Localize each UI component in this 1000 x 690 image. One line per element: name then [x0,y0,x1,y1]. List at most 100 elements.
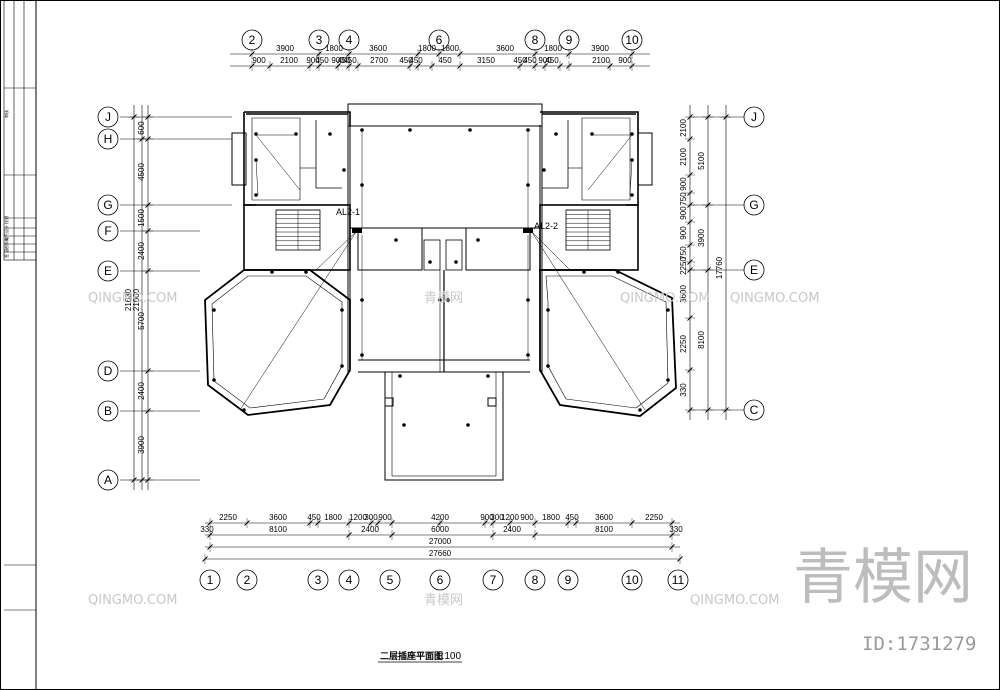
axis-bubble-bottom: 7 [482,569,504,591]
watermark-latin: QINGMO.COM [88,593,177,608]
dimension-text: 330 [200,525,214,534]
socket-symbol [486,374,490,378]
socket-symbols [212,128,670,427]
svg-text:6: 6 [437,573,444,587]
axis-bubble-top: 10 [621,29,643,51]
stair-treads [276,209,610,250]
watermark-cn: 青模网 [424,291,463,306]
dimension-text: 2100 [592,56,610,65]
watermark-latin: QINGMO.COM [620,291,709,306]
axis-bubble-right: J [743,106,765,128]
drawing-scale: 1:100 [436,651,461,662]
dimension-text: 450 [399,56,413,65]
dimension-text: 8100 [697,331,706,349]
dimension-text: 750 [679,192,688,206]
svg-text:J: J [105,110,111,124]
dimension-text: 3600 [496,44,514,53]
dimension-text: 3600 [269,513,287,522]
dimension-text: 450 [438,56,452,65]
watermark-latin: QINGMO.COM [88,291,177,306]
axis-bubble-right: C [743,399,765,421]
socket-symbol [438,298,442,302]
dimension-text: 3600 [369,44,387,53]
svg-text:4: 4 [346,573,353,587]
title-block-label: 电气 [3,233,9,241]
dimension-text: 450 [513,56,527,65]
svg-text:10: 10 [625,573,639,587]
axis-bubble-bottom: 3 [307,569,329,591]
axis-bubble-left: J [97,106,119,128]
socket-symbol [242,408,246,412]
socket-symbol [476,238,480,242]
dimension-text: 3600 [679,285,688,303]
dimension-text: 330 [669,525,683,534]
dimension-text: 1200 [501,513,519,522]
svg-text:E: E [750,263,758,277]
dimension-text: 3900 [697,229,706,247]
dimension-text: 450 [315,56,329,65]
axis-bubble-bottom: 8 [524,569,546,591]
dimension-text: 2250 [679,257,688,275]
socket-symbol [630,158,634,162]
dimension-text: 450 [307,513,321,522]
axis-bubble-right: E [743,259,765,281]
panel-label-al2-1: AL2-1 [336,207,360,217]
socket-symbol [340,364,344,368]
dimension-text: 1800 [324,513,342,522]
dimension-text: 3900 [137,436,146,454]
title-block-label: 签 证 [3,249,9,258]
axis-leader-lines [120,116,744,481]
dimension-text: 900 [618,56,632,65]
dimension-text: 4200 [431,513,449,522]
dimension-text: 6000 [431,525,449,534]
title-block-labels: 审核 校对 设计 电气 给排水 签 证 [3,110,9,258]
dimension-text: 21630 [124,288,133,311]
dimension-text: 900 [538,56,552,65]
dimension-text: 900 [378,513,392,522]
axis-bubble-bottom: 9 [557,569,579,591]
dimension-text: 600 [137,121,146,135]
dimension-text: 1500 [137,209,146,227]
socket-symbol [340,308,344,312]
socket-symbol [526,128,530,132]
socket-symbol [408,128,412,132]
building-walls [204,103,677,481]
socket-symbol [342,168,346,172]
socket-symbol [212,308,216,312]
drawing-title-block: 二层插座平面图 1:100 [378,650,462,663]
dimension-text: 900 [679,206,688,220]
svg-text:H: H [104,132,113,146]
socket-symbol [402,423,406,427]
socket-symbol [270,270,274,274]
svg-text:G: G [103,198,112,212]
id-watermark: ID:1731279 [862,633,976,655]
dimension-text: 2400 [137,382,146,400]
socket-symbol [254,193,258,197]
axis-bubble-left: H [97,128,119,150]
dimension-text: 900 [679,177,688,191]
socket-symbol [546,364,550,368]
dimension-text: 450 [565,513,579,522]
panel-label-al2-2: AL2-2 [534,221,558,231]
axis-bubble-top: 8 [524,29,546,51]
dimension-text: 900 [331,56,345,65]
dimension-text: 8100 [595,525,613,534]
dimension-text: 2400 [503,525,521,534]
svg-text:G: G [749,198,758,212]
dimension-text: 450 [337,56,351,65]
title-block-label: 设计 [3,225,9,233]
dimension-text: 450 [523,56,537,65]
dimension-text: 2100 [679,148,688,166]
socket-symbol [546,308,550,312]
socket-symbol [254,132,258,136]
dimension-text: 900 [520,513,534,522]
dimension-text: 1800 [418,44,436,53]
title-block-label: 给排水 [3,238,9,250]
dimension-text: 3900 [591,44,609,53]
axis-bubble-left: G [97,194,119,216]
axis-bubble-bottom: 2 [236,569,258,591]
socket-symbol [360,128,364,132]
svg-text:5: 5 [387,573,394,587]
dimension-text: 1200 [349,513,367,522]
